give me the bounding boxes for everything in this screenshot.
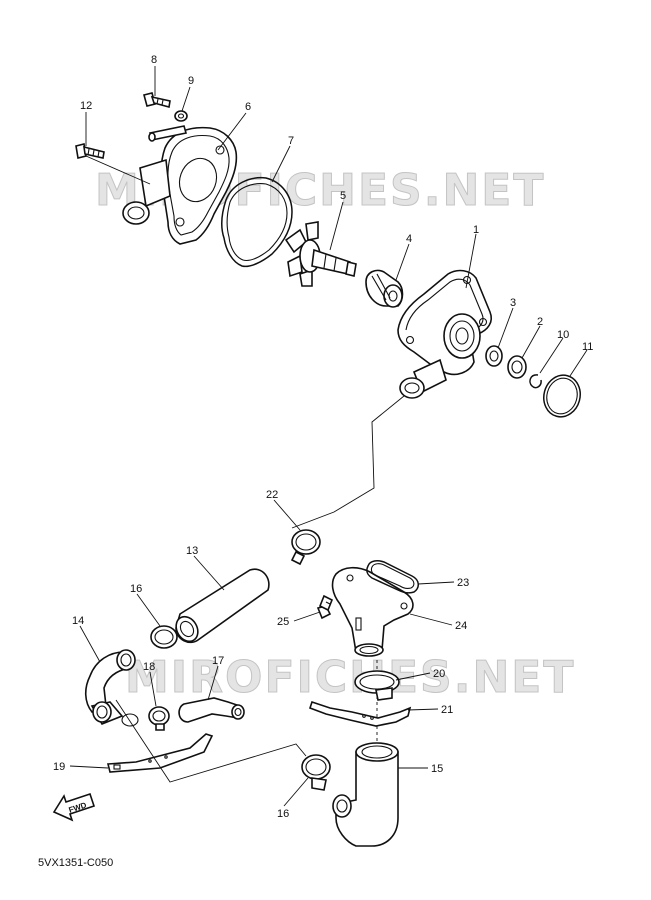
leader-lines — [69, 66, 588, 807]
label-8: 8 — [151, 54, 157, 66]
label-6: 6 — [245, 101, 251, 113]
part-number-labels: 8 9 12 6 7 5 4 1 3 2 10 11 22 13 16 14 1… — [53, 54, 593, 820]
part-23-gasket — [366, 560, 419, 594]
watermark-bottom: MIROFICHES.NET — [125, 652, 575, 703]
part-14-hose-elbow — [84, 649, 139, 727]
part-21-bracket — [308, 700, 412, 727]
label-2: 2 — [537, 316, 543, 328]
label-15: 15 — [431, 763, 443, 775]
part-3-bearing — [485, 345, 503, 367]
fwd-arrow: FWD — [52, 792, 96, 822]
part-7-gasket — [221, 176, 293, 268]
label-11: 11 — [582, 341, 593, 353]
label-9: 9 — [188, 75, 194, 87]
part-6-pump-cover — [122, 125, 238, 245]
label-18: 18 — [143, 661, 155, 673]
label-5: 5 — [340, 190, 346, 202]
part-25-bolt — [316, 594, 334, 620]
label-10: 10 — [557, 329, 569, 341]
part-20-clamp — [354, 670, 400, 701]
label-21: 21 — [441, 704, 453, 716]
part-10-circlip — [529, 374, 542, 389]
part-2-seal-ring — [507, 355, 527, 379]
label-13: 13 — [186, 545, 198, 557]
part-24-thermostat-housing — [331, 566, 414, 657]
part-17-small-hose — [178, 697, 245, 723]
label-23: 23 — [457, 577, 469, 589]
part-9-washer — [174, 110, 188, 122]
part-16-clamp-lower — [301, 754, 331, 791]
label-14: 14 — [72, 615, 84, 627]
part-15-pipe — [332, 742, 399, 847]
label-16-upper: 16 — [130, 583, 142, 595]
part-22-hose-clamp — [290, 529, 321, 566]
label-1: 1 — [473, 224, 479, 236]
part-8-bolt — [143, 92, 171, 108]
label-22: 22 — [266, 489, 278, 501]
diagram-code: 5VX1351-C050 — [38, 857, 113, 869]
part-5-impeller — [284, 221, 357, 287]
part-1-pump-housing — [397, 269, 493, 399]
part-16-clamp-upper — [150, 625, 178, 649]
part-18-clamp — [148, 706, 170, 731]
part-4-seal — [365, 269, 404, 308]
label-20: 20 — [433, 668, 445, 680]
label-24: 24 — [455, 620, 467, 632]
label-12: 12 — [80, 100, 92, 112]
part-13-hose — [175, 568, 270, 644]
label-7: 7 — [288, 135, 294, 147]
label-19: 19 — [53, 761, 65, 773]
label-25: 25 — [277, 616, 289, 628]
label-3: 3 — [510, 297, 516, 309]
label-16-lower: 16 — [277, 808, 289, 820]
part-12-bolt — [75, 143, 105, 159]
label-4: 4 — [406, 233, 412, 245]
part-11-o-ring — [543, 374, 581, 418]
label-17: 17 — [212, 655, 224, 667]
